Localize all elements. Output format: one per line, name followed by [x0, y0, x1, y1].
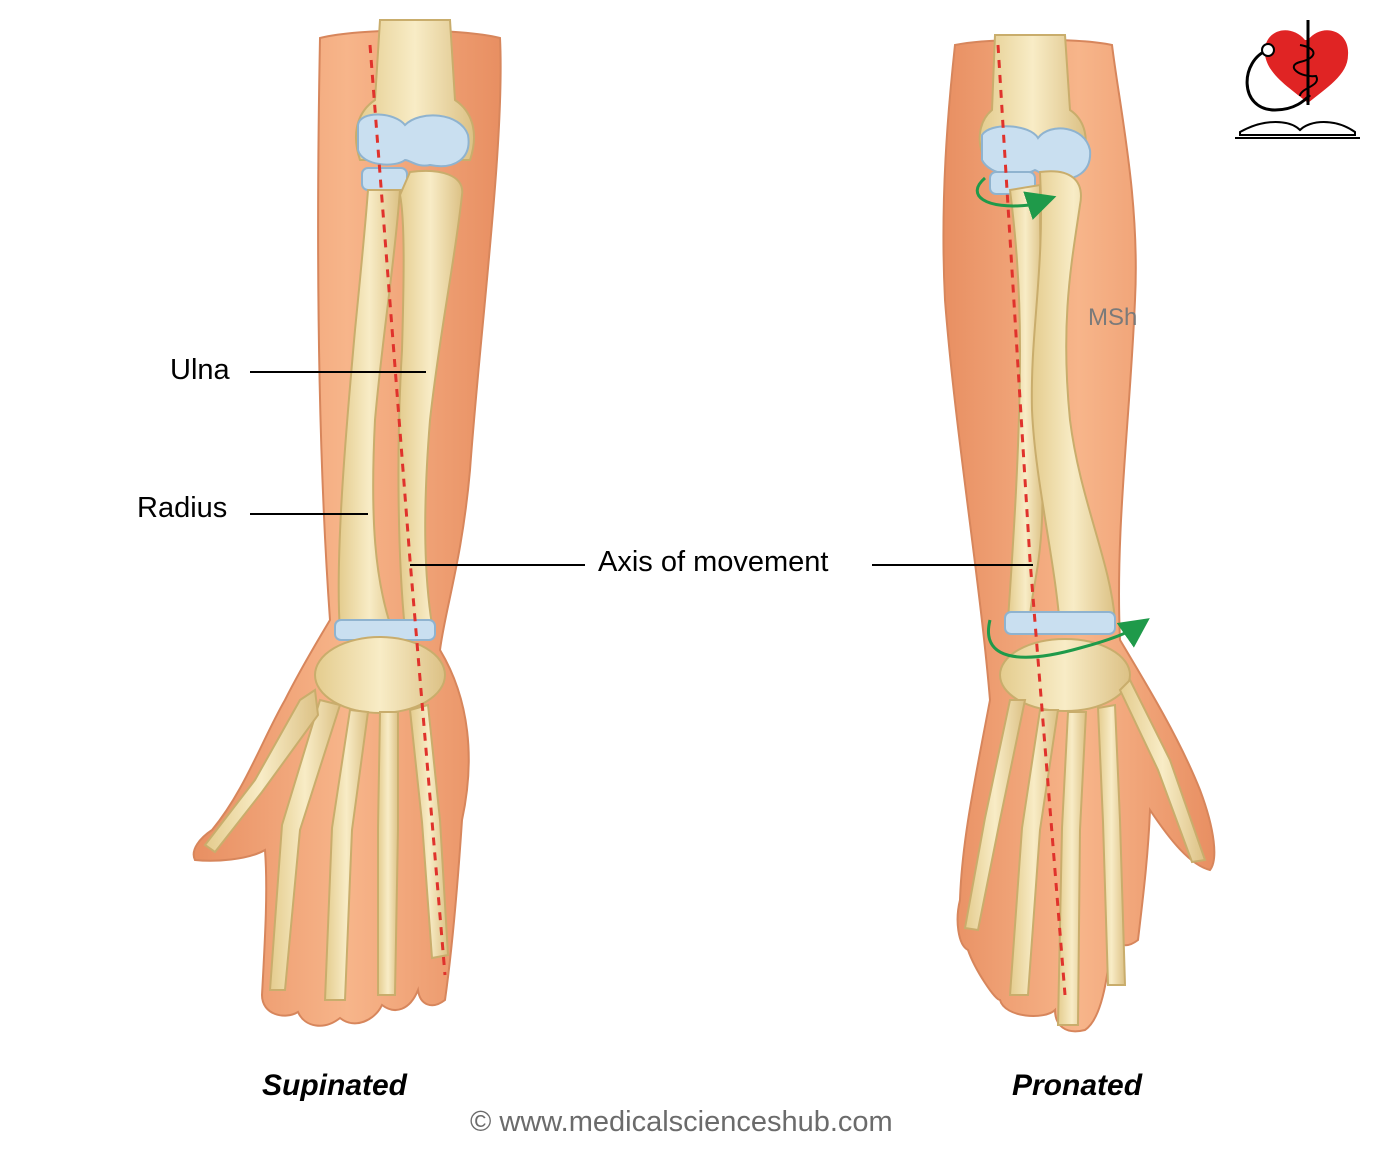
arm-pronated — [872, 34, 1216, 1033]
radius-label: Radius — [137, 492, 228, 524]
axis-line-right — [996, 44, 1067, 996]
carpals-left — [314, 636, 446, 714]
rotation-arrow-icon — [987, 618, 1150, 659]
medical-sciences-hub-logo — [1235, 20, 1360, 139]
arm-supinated — [192, 19, 585, 1027]
axis-of-movement-label: Axis of movement — [598, 546, 829, 578]
rotation-arrow-icon — [975, 176, 1057, 220]
ulna-label: Ulna — [170, 354, 230, 386]
watermark-text: MSh — [1088, 304, 1138, 331]
finger-bones-right — [963, 678, 1207, 1026]
axis-line-left — [368, 44, 447, 976]
ulna-bone-left — [397, 169, 464, 632]
copyright-text: © www.medicalscienceshub.com — [470, 1106, 893, 1138]
distal-cartilage-right — [1004, 611, 1116, 635]
radial-head-left — [361, 167, 408, 191]
elbow-cartilage-left — [357, 113, 470, 168]
radius-bone-right — [1030, 170, 1117, 630]
caption-supinated: Supinated — [262, 1069, 408, 1102]
finger-bones-left — [203, 688, 450, 1001]
caption-pronated: Pronated — [1012, 1069, 1143, 1102]
elbow-cartilage-right — [981, 125, 1092, 180]
